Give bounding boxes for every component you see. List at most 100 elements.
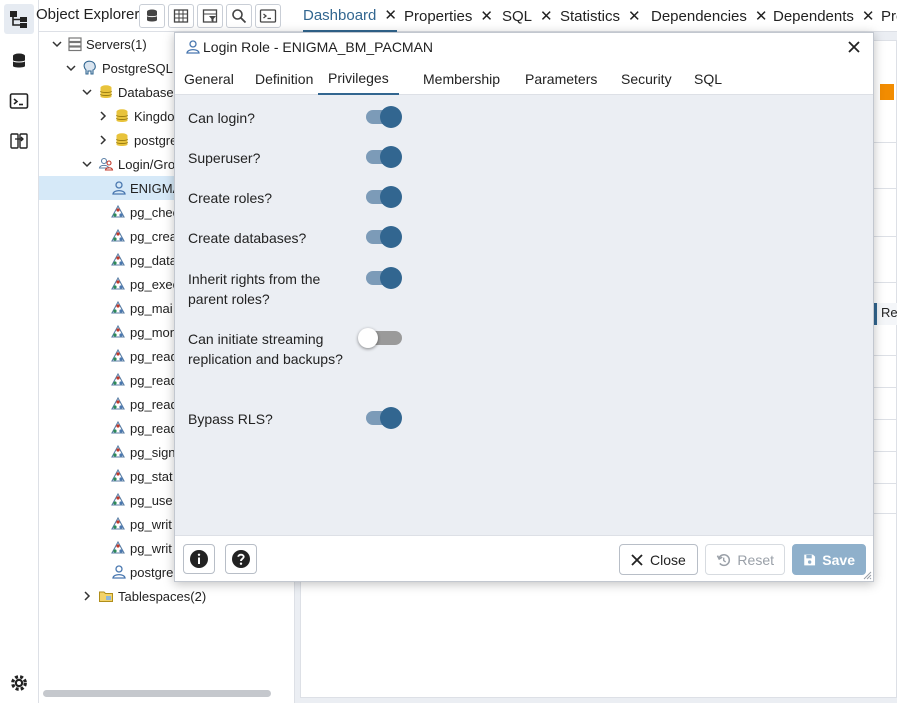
inherit-rights-label: Inherit rights from the parent roles? [188,271,321,307]
tab-general[interactable]: General [184,63,234,95]
info-button[interactable] [183,544,215,574]
create-roles-switch[interactable] [365,185,403,209]
tree-item-group-role[interactable]: pg_read [39,344,295,368]
tab-processes[interactable]: Pro [881,0,897,32]
chevron-down-icon[interactable] [81,158,93,170]
save-button-label: Save [822,551,855,568]
chevron-right-icon[interactable] [81,590,93,602]
tree-label: pg_read [130,348,178,364]
databases-icon [100,85,112,98]
tree-item-login-group-roles[interactable]: Login/Gro [39,152,295,176]
tree-item-group-role[interactable]: pg_crea [39,224,295,248]
close-button[interactable]: Close [619,544,698,575]
tree-item-postgresql[interactable]: PostgreSQL [39,56,295,80]
group-roles-icon [98,157,114,171]
close-icon[interactable]: ✕ [480,8,493,25]
group-role-icon [111,276,125,290]
create-databases-switch[interactable] [365,225,403,249]
tree-label: postgre [130,564,174,580]
tab-properties[interactable]: Properties✕ [404,0,493,32]
tab-membership[interactable]: Membership [423,63,500,95]
can-login-label: Can login? [188,110,255,126]
tab-statistics[interactable]: Statistics✕ [560,0,641,32]
tree-item-postgres-db[interactable]: postgre [39,128,295,152]
chevron-down-icon[interactable] [65,62,77,74]
chevron-right-icon[interactable] [97,134,109,146]
group-role-icon [111,420,125,434]
group-role-icon [111,540,125,554]
login-role-icon [112,565,126,579]
close-icon[interactable]: ✕ [754,8,768,25]
tree-item-group-role[interactable]: pg_chec [39,200,295,224]
bypass-rls-switch[interactable] [365,406,403,430]
settings-gear-icon[interactable] [4,668,34,698]
tree-item-group-role[interactable]: pg_read [39,392,295,416]
tree-item-group-role[interactable]: pg_writ [39,512,295,536]
tree-item-group-role[interactable]: pg_exec [39,272,295,296]
superuser-switch[interactable] [365,145,403,169]
tree-label: PostgreSQL [102,60,173,76]
tree-item-group-role[interactable]: pg_read [39,416,295,440]
chevron-right-icon[interactable] [97,110,109,122]
close-icon[interactable]: ✕ [384,7,397,24]
tab-dependencies[interactable]: Dependencies✕ [651,0,767,32]
view-data-button[interactable] [168,4,194,28]
save-button[interactable]: Save [792,544,866,575]
group-role-icon [111,372,125,386]
tree-item-tablespaces[interactable]: Tablespaces(2) [39,584,295,608]
chevron-down-icon[interactable] [51,38,63,50]
schema-diff-icon[interactable] [4,126,34,156]
object-explorer-icon[interactable] [4,4,34,34]
can-login-switch[interactable] [365,105,403,129]
tab-label: Dashboard [303,6,377,24]
help-button[interactable] [225,544,257,574]
tab-dependents[interactable]: Dependents✕ [773,0,874,32]
close-icon[interactable]: ✕ [540,8,553,25]
tree-item-group-role[interactable]: pg_mai [39,296,295,320]
tree-label: pg_read [130,396,178,412]
tablespaces-folder-icon [99,591,113,602]
tab-privileges[interactable]: Privileges [318,63,399,95]
query-tool-button[interactable] [139,4,165,28]
group-role-icon [111,324,125,338]
tree-item-databases[interactable]: Database [39,80,295,104]
reset-button[interactable]: Reset [705,544,785,575]
streaming-replication-switch[interactable] [358,326,403,350]
tab-security[interactable]: Security [621,63,672,95]
tree-item-group-role[interactable]: pg_data [39,248,295,272]
tab-definition[interactable]: Definition [255,63,313,95]
tree-item-kingdom[interactable]: Kingdo [39,104,295,128]
close-icon[interactable]: ✕ [861,8,875,25]
tree-item-group-role[interactable]: pg_use [39,488,295,512]
group-role-icon [111,444,125,458]
tree-item-group-role[interactable]: pg_sign [39,440,295,464]
tab-parameters[interactable]: Parameters [525,63,597,95]
database-icon[interactable] [4,46,34,76]
tree-item-group-role[interactable]: pg_writ [39,536,295,560]
main-tab-bar: Dashboard✕ Properties✕ SQL✕ Statistics✕ … [295,0,897,32]
tree-item-group-role[interactable]: pg_mon [39,320,295,344]
terminal-icon[interactable] [4,86,34,116]
horizontal-scrollbar[interactable] [43,690,271,697]
group-role-icon [111,300,125,314]
tree-item-servers[interactable]: Servers(1) [39,32,295,56]
psql-tool-button[interactable] [255,4,281,28]
tab-label: Privileges [328,70,389,86]
chevron-down-icon[interactable] [81,86,93,98]
resize-handle-icon[interactable] [862,570,872,580]
tab-sql[interactable]: SQL [694,63,722,95]
tree-item-postgres-role[interactable]: postgre [39,560,295,584]
close-icon[interactable]: ✕ [628,8,641,25]
group-role-icon [111,228,125,242]
tab-dashboard[interactable]: Dashboard ✕ [303,0,397,32]
tab-sql[interactable]: SQL✕ [502,0,553,32]
search-icon[interactable] [226,4,252,28]
filter-rows-button[interactable] [197,4,223,28]
inherit-rights-switch[interactable] [365,266,403,290]
superuser-label: Superuser? [188,150,261,166]
tree-item-group-role[interactable]: pg_stat [39,464,295,488]
tree-item-group-role[interactable]: pg_read [39,368,295,392]
divider [874,387,897,388]
dialog-title-bar[interactable]: Login Role - ENIGMA_BM_PACMAN [175,33,873,61]
close-icon[interactable] [845,38,863,56]
